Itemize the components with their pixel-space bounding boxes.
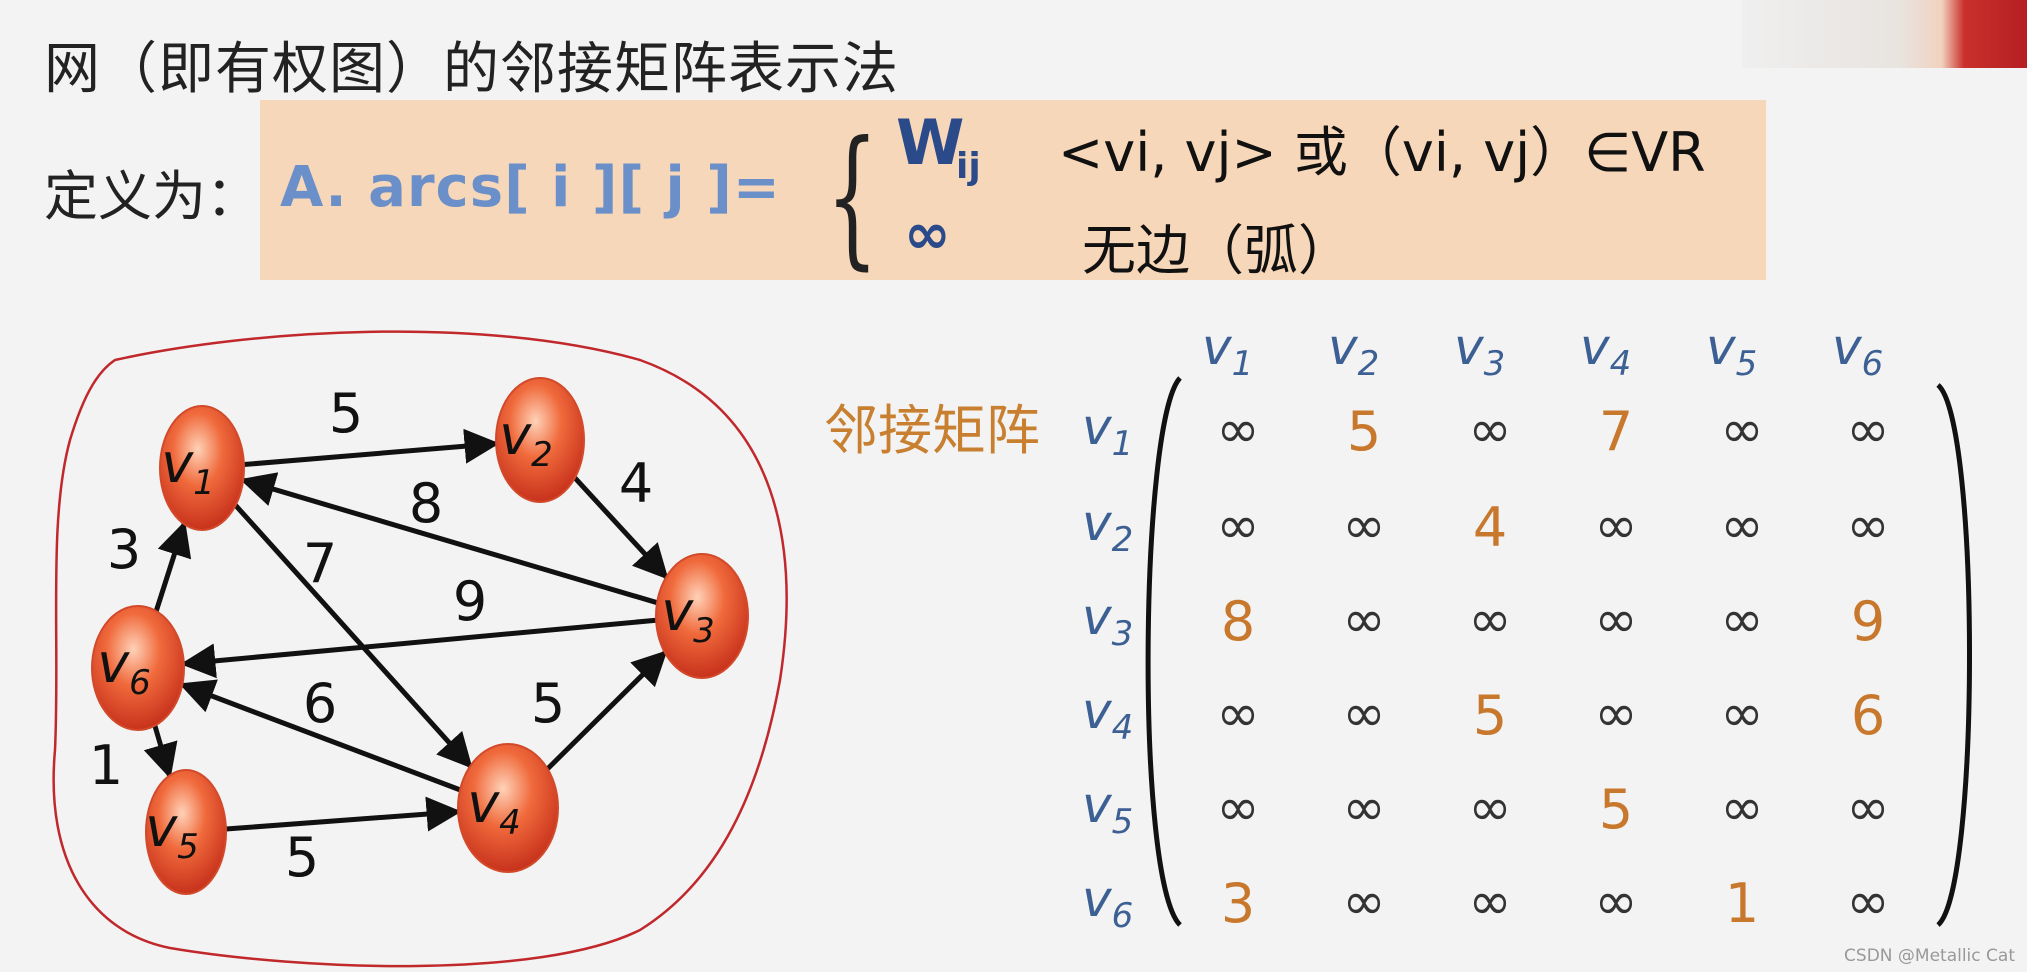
matrix-cell-1-5: ∞ (1720, 400, 1764, 460)
page-title: 网（即有权图）的邻接矩阵表示法 (44, 37, 899, 102)
matrix-col-header-v2: v2 (1328, 318, 1380, 384)
matrix-col-header-v4: v4 (1580, 318, 1632, 384)
matrix-cell-2-4: ∞ (1594, 496, 1638, 556)
matrix-cell-4-2: ∞ (1342, 684, 1386, 744)
matrix-cell-4-5: ∞ (1720, 684, 1764, 744)
matrix-cell-2-3: 4 (1472, 496, 1508, 559)
edge-v1-v2 (243, 428, 500, 468)
webcam-overlay (1742, 0, 2027, 68)
matrix-label: 邻接矩阵 (824, 399, 1040, 462)
case2-condition: 无边（弧） (1082, 219, 1352, 282)
matrix-cell-6-4: ∞ (1594, 872, 1638, 932)
case1-subscript: ij (956, 146, 981, 187)
node-circle-v6 (91, 605, 185, 731)
hand-drawn-outline (52, 330, 788, 968)
node-v1: v1 (159, 405, 245, 531)
matrix-left-bracket (1145, 376, 1182, 927)
edge-v3-v6 (180, 617, 657, 679)
edge-weight-v5-v4: 5 (285, 826, 319, 889)
matrix-cell-1-4: 7 (1598, 400, 1634, 463)
matrix-cell-2-2: ∞ (1342, 496, 1386, 556)
matrix-cell-6-3: ∞ (1468, 872, 1512, 932)
matrix-row-header-v2: v2 (1082, 494, 1134, 560)
matrix-cell-6-6: ∞ (1846, 872, 1890, 932)
matrix-cell-3-2: ∞ (1342, 590, 1386, 650)
definition-label: 定义为： (44, 165, 260, 228)
matrix-cell-2-6: ∞ (1846, 496, 1890, 556)
edge-v2-v3 (573, 476, 669, 580)
matrix-col-header-v5: v5 (1706, 318, 1758, 384)
matrix-cell-4-3: 5 (1472, 684, 1508, 747)
matrix-row-header-v1: v1 (1082, 398, 1134, 464)
matrix-cell-2-1: ∞ (1216, 496, 1260, 556)
edge-weight-v1-v4: 7 (303, 532, 337, 595)
matrix-right-bracket (1936, 383, 1972, 927)
case1-value: W (896, 106, 965, 179)
matrix-cell-5-4: 5 (1598, 778, 1634, 841)
matrix-cell-2-5: ∞ (1720, 496, 1764, 556)
case-brace: { (826, 110, 879, 284)
node-circle-v1 (159, 405, 245, 531)
matrix-cell-4-4: ∞ (1594, 684, 1638, 744)
edge-weight-v2-v3: 4 (619, 452, 653, 515)
matrix-cell-5-3: ∞ (1468, 778, 1512, 838)
matrix-cell-5-6: ∞ (1846, 778, 1890, 838)
matrix-col-header-v6: v6 (1832, 318, 1884, 384)
node-v2: v2 (495, 377, 585, 503)
watermark: CSDN @Metallic Cat (1844, 946, 2015, 966)
node-v6: v6 (91, 605, 185, 731)
matrix-cell-1-3: ∞ (1468, 400, 1512, 460)
matrix-cell-5-1: ∞ (1216, 778, 1260, 838)
matrix-cell-6-2: ∞ (1342, 872, 1386, 932)
matrix-cell-6-1: 3 (1220, 872, 1256, 935)
matrix-cell-4-6: 6 (1850, 684, 1886, 747)
matrix-cell-6-5: 1 (1724, 872, 1760, 935)
edge-weight-v1-v2: 5 (329, 382, 363, 445)
matrix-cell-5-2: ∞ (1342, 778, 1386, 838)
matrix-col-header-v3: v3 (1454, 318, 1506, 384)
edge-v1-v4 (233, 503, 473, 769)
matrix-cell-3-3: ∞ (1468, 590, 1512, 650)
matrix-row-header-v6: v6 (1082, 870, 1134, 936)
edge-v3-v1 (239, 472, 658, 606)
matrix-col-header-v1: v1 (1202, 318, 1254, 384)
node-v3: v3 (655, 553, 749, 679)
matrix-cell-3-1: 8 (1220, 590, 1256, 653)
edge-v6-v1 (153, 520, 192, 612)
node-circle-v4 (457, 743, 559, 873)
edge-weight-v4-v6: 6 (303, 672, 337, 735)
edge-v4-v6 (179, 679, 461, 793)
node-circle-v5 (145, 769, 227, 895)
edge-v4-v3 (545, 650, 668, 771)
matrix-row-header-v4: v4 (1082, 682, 1134, 748)
case1-condition: <vi, vj> 或（vi, vj）∈VR (1058, 121, 1706, 184)
case2-value: ∞ (904, 202, 951, 267)
node-circle-v3 (655, 553, 749, 679)
node-circle-v2 (495, 377, 585, 503)
matrix-cell-4-1: ∞ (1216, 684, 1260, 744)
matrix-cell-3-4: ∞ (1594, 590, 1638, 650)
matrix-cell-5-5: ∞ (1720, 778, 1764, 838)
node-v4: v4 (457, 743, 559, 873)
definition-box (260, 100, 1766, 280)
edge-weight-v6-v1: 3 (107, 518, 141, 581)
matrix-cell-1-2: 5 (1346, 400, 1382, 463)
matrix-row-header-v3: v3 (1082, 588, 1134, 654)
edge-weight-v3-v1: 8 (409, 472, 443, 535)
weighted-graph: 5 4 8 7 9 3 6 5 1 5 v1 v2 v3 v4 v5 v6 (52, 330, 788, 968)
matrix-cell-3-5: ∞ (1720, 590, 1764, 650)
edge-weight-v4-v3: 5 (531, 672, 565, 735)
node-label-v2: v2 (499, 404, 553, 475)
node-v5: v5 (145, 769, 227, 895)
edge-v5-v4 (225, 796, 462, 832)
definition-lhs: A. arcs[ i ][ j ]= (280, 155, 781, 220)
matrix-row-header-v5: v5 (1082, 776, 1134, 842)
edge-v6-v5 (143, 724, 178, 779)
matrix-cell-1-1: ∞ (1216, 400, 1260, 460)
edge-weight-v6-v5: 1 (89, 734, 123, 797)
matrix-cell-1-6: ∞ (1846, 400, 1890, 460)
matrix-cell-3-6: 9 (1850, 590, 1886, 653)
edge-weight-v3-v6: 9 (453, 570, 487, 633)
